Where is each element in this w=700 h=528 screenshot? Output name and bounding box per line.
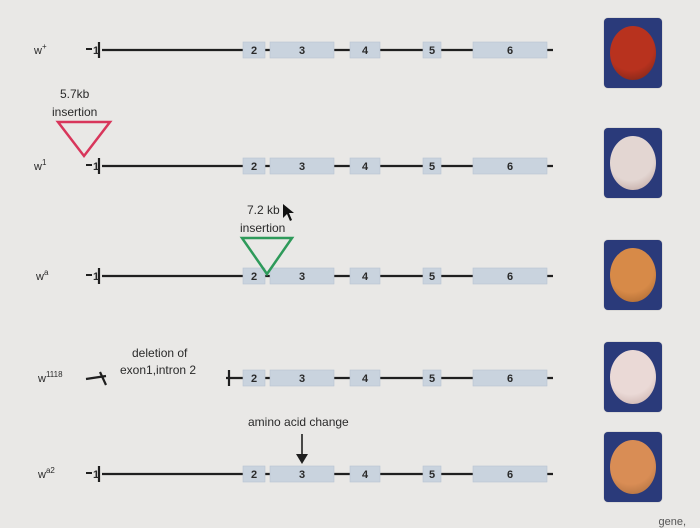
w1-insertion-triangle	[55, 120, 113, 159]
allele-3-label: w1118	[37, 370, 63, 385]
allele-3-exon-2-box	[242, 369, 266, 387]
allele-2-label-superscript: a	[44, 268, 49, 277]
w1118-deletion-detail-label: exon1,intron 2	[120, 363, 196, 377]
allele-4-exon-1-number: 1	[93, 469, 99, 481]
allele-2-exon-3-number: 3	[299, 271, 305, 283]
allele-1-exon-5-box	[422, 157, 442, 175]
allele-2-exon-1-gap	[84, 268, 102, 284]
allele-1-exon-3-number: 3	[299, 161, 305, 173]
allele-1-exon-1-number: 1	[93, 161, 99, 173]
allele-1-label-superscript: 1	[42, 158, 47, 167]
allele-4-label-superscript: a2	[46, 466, 55, 475]
allele-1-exon-4-box	[349, 157, 381, 175]
wa-insertion-label: insertion	[240, 221, 285, 235]
eye-photo-w1118	[604, 342, 662, 412]
w1118-deletion-label: deletion of	[132, 346, 188, 360]
wa2-mutation-label: amino acid change	[248, 415, 349, 429]
allele-4-exon-6-number: 6	[507, 469, 513, 481]
allele-4-exon-4-box	[349, 465, 381, 483]
allele-4-exon-5-box	[422, 465, 442, 483]
eye-ball-wa2	[610, 440, 656, 494]
allele-2-exon-6-number: 6	[507, 271, 513, 283]
wa-insertion-triangle	[239, 236, 295, 277]
allele-2-exon-5-box	[422, 267, 442, 285]
allele-4-exon-3-number: 3	[299, 469, 305, 481]
wa2-mutation-arrow-head	[296, 454, 308, 464]
allele-4-label-base: w	[37, 469, 46, 481]
allele-2-exon-5-number: 5	[429, 271, 435, 283]
footer-text: gene,	[658, 516, 686, 528]
allele-1-exon-4-number: 4	[362, 161, 369, 173]
allele-0-exon-6-box	[472, 41, 548, 59]
allele-4-exon-6-box	[472, 465, 548, 483]
allele-0-exon-3-number: 3	[299, 45, 305, 57]
allele-3-exon-4-number: 4	[362, 373, 369, 385]
allele-1-exon-6-box	[472, 157, 548, 175]
eye-photo-wplus	[604, 18, 662, 88]
eye-ball-wa	[610, 248, 656, 302]
w1118-stub-break	[99, 371, 107, 386]
allele-2-exon-1-number: 1	[93, 271, 99, 283]
allele-4-exon-2-box	[242, 465, 266, 483]
allele-3-exon-6-number: 6	[507, 373, 513, 385]
allele-4-exon-2-number: 2	[251, 469, 257, 481]
cursor-arrow-icon	[283, 204, 294, 221]
allele-3-exon-5-box	[422, 369, 442, 387]
allele-0-label-superscript: +	[42, 42, 47, 51]
allele-4-exon-3-box	[269, 465, 335, 483]
allele-3-label-superscript: 1118	[46, 370, 63, 379]
allele-1-exon-3-box	[269, 157, 335, 175]
allele-1-exon-2-number: 2	[251, 161, 257, 173]
allele-3-exon-5-number: 5	[429, 373, 435, 385]
w1-insertion-label: insertion	[52, 105, 97, 119]
allele-4-exon-1-gap	[84, 466, 102, 482]
allele-3-exon-4-box	[349, 369, 381, 387]
allele-3-exon-3-box	[269, 369, 335, 387]
allele-2-exon-2-box	[242, 267, 266, 285]
eye-photo-wa	[604, 240, 662, 310]
allele-0-exon-5-box	[422, 41, 442, 59]
allele-0-label-base: w	[33, 45, 42, 57]
allele-1-exon-2-box	[242, 157, 266, 175]
allele-2-exon-4-number: 4	[362, 271, 369, 283]
allele-0-exon-2-number: 2	[251, 45, 257, 57]
allele-3-label-base: w	[37, 373, 46, 385]
allele-3-exon-2-number: 2	[251, 373, 257, 385]
allele-0-exon-3-box	[269, 41, 335, 59]
allele-2-label: wa	[35, 268, 49, 283]
allele-0-exon-2-box	[242, 41, 266, 59]
allele-0-exon-4-number: 4	[362, 45, 369, 57]
allele-2-exon-3-box	[269, 267, 335, 285]
eye-ball-w1	[610, 136, 656, 190]
eye-ball-w1118	[610, 350, 656, 404]
allele-0-exon-6-number: 6	[507, 45, 513, 57]
eye-photo-wa2	[604, 432, 662, 502]
allele-3-exon-6-box	[472, 369, 548, 387]
allele-2-label-base: w	[35, 271, 44, 283]
allele-2-exon-2-number: 2	[251, 271, 257, 283]
allele-4-label: wa2	[37, 466, 55, 481]
allele-0-exon-5-number: 5	[429, 45, 435, 57]
allele-4-exon-5-number: 5	[429, 469, 435, 481]
allele-1-label-base: w	[33, 161, 42, 173]
allele-0-exon-1-number: 1	[93, 45, 99, 57]
allele-1-exon-6-number: 6	[507, 161, 513, 173]
allele-2-exon-4-box	[349, 267, 381, 285]
allele-1-exon-1-gap	[84, 158, 102, 174]
allele-0-label: w+	[33, 42, 47, 57]
allele-1-label: w1	[33, 158, 47, 173]
eye-photo-w1	[604, 128, 662, 198]
w1-insertion-size-label: 5.7kb	[60, 87, 90, 101]
eye-ball-wplus	[610, 26, 656, 80]
allele-0-exon-1-gap	[84, 42, 102, 58]
allele-0-exon-4-box	[349, 41, 381, 59]
allele-3-exon-3-number: 3	[299, 373, 305, 385]
allele-4-exon-4-number: 4	[362, 469, 369, 481]
wa-insertion-size-label: 7.2 kb	[247, 203, 280, 217]
allele-2-exon-6-box	[472, 267, 548, 285]
allele-1-exon-5-number: 5	[429, 161, 435, 173]
